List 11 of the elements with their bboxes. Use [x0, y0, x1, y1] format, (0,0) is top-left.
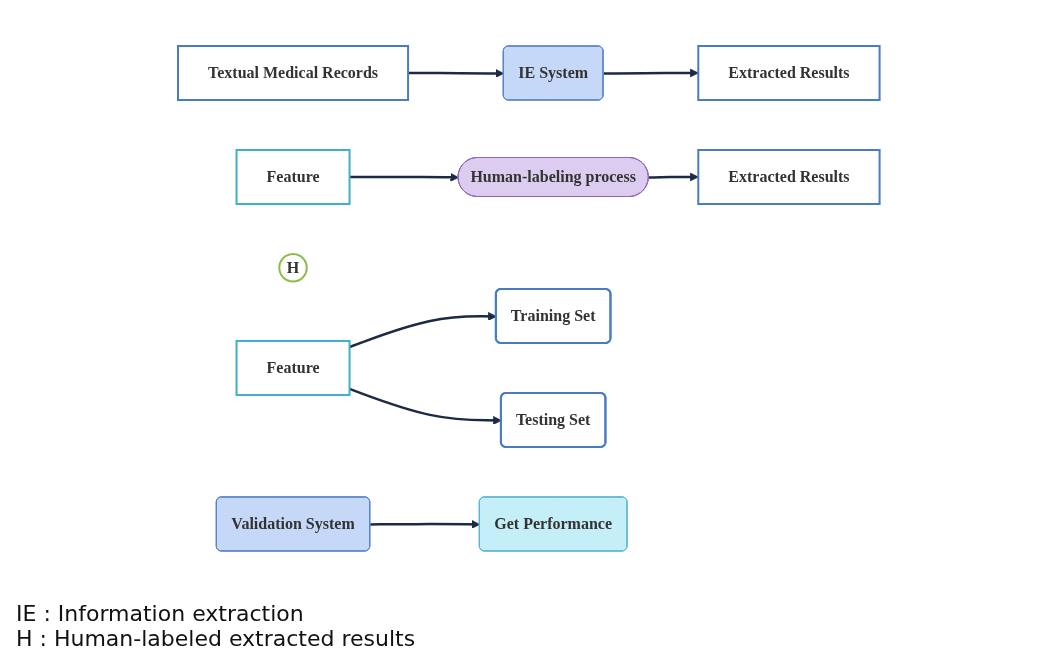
node-box: Feature: [235, 149, 351, 205]
node-box: Feature: [235, 340, 351, 396]
node-circle: H: [278, 253, 308, 283]
node-box: Extracted Results: [697, 149, 881, 205]
arrow: [349, 172, 459, 182]
legend-note: H : Human-labeled extracted results: [16, 626, 416, 651]
node-box: Textual Medical Records: [176, 45, 409, 101]
arrow: [369, 520, 480, 529]
node-box: Extracted Results: [697, 45, 881, 101]
legend-note: IE : Information extraction: [16, 601, 304, 626]
arrow: [407, 69, 504, 78]
